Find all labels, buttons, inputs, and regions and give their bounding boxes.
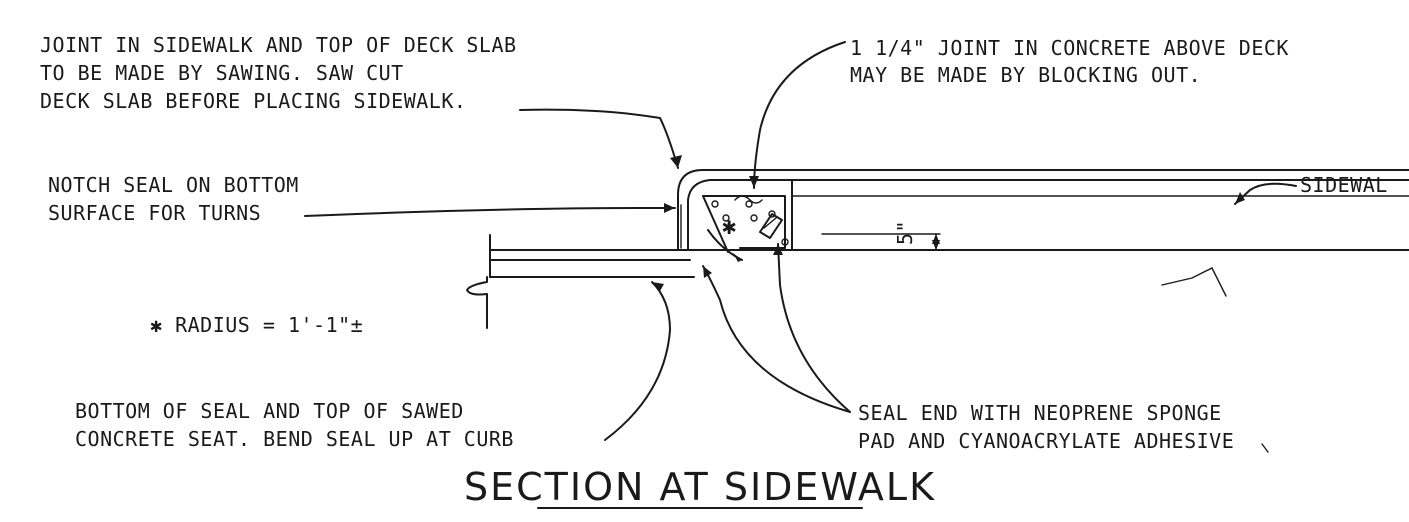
seal-block: ✱	[702, 195, 789, 262]
arrowhead-seal-end-2	[773, 244, 783, 255]
hole-4	[750, 214, 758, 222]
deck-break-line	[466, 276, 488, 329]
note-radius: ✱ RADIUS = 1'-1"±	[150, 313, 363, 337]
radius-star: ✱	[722, 212, 737, 240]
hole-5	[768, 210, 776, 218]
note-joint-blocking-line-2: MAY BE MADE BY BLOCKING OUT.	[850, 63, 1201, 87]
note-joint-sawing-line-2: TO BE MADE BY SAWING. SAW CUT	[40, 61, 404, 85]
arrowhead-seal-end-1	[703, 266, 712, 278]
leader-bottom-seal	[604, 281, 671, 441]
arrowhead-sidewalk	[1235, 192, 1245, 204]
note-joint-sawing: JOINT IN SIDEWALK AND TOP OF DECK SLAB T…	[40, 33, 517, 113]
leader-seal-end-2	[777, 243, 851, 413]
arrowhead-notch-seal	[664, 203, 675, 213]
note-sidewalk: SIDEWAL	[1300, 173, 1388, 197]
note-bottom-seal-line-1: BOTTOM OF SEAL AND TOP OF SAWED	[75, 399, 464, 423]
note-joint-blocking-line-1: 1 1/4" JOINT IN CONCRETE ABOVE DECK	[850, 36, 1289, 60]
note-joint-sawing-line-1: JOINT IN SIDEWALK AND TOP OF DECK SLAB	[40, 33, 517, 57]
arrowhead-joint-sawing	[670, 155, 682, 168]
note-notch-seal-line-2: SURFACE FOR TURNS	[48, 201, 261, 225]
stray-tick	[1261, 443, 1269, 453]
note-seal-end-line-1: SEAL END WITH NEOPRENE SPONGE	[858, 401, 1222, 425]
note-seal-end: SEAL END WITH NEOPRENE SPONGE PAD AND CY…	[858, 401, 1234, 453]
hole-6	[781, 238, 789, 246]
note-bottom-seal-line-2: CONCRETE SEAT. BEND SEAL UP AT CURB	[75, 427, 514, 451]
note-bottom-seal: BOTTOM OF SEAL AND TOP OF SAWED CONCRETE…	[75, 399, 514, 451]
sidewalk-section	[466, 169, 1409, 329]
drawing-title: SECTION AT SIDEWALK	[464, 465, 936, 509]
note-joint-blocking: 1 1/4" JOINT IN CONCRETE ABOVE DECK MAY …	[850, 36, 1289, 87]
leader-sidewalk	[1234, 182, 1297, 205]
dimension-label: 5"	[893, 220, 917, 245]
arrowhead-bottom-seal	[652, 282, 664, 291]
hole-2	[745, 200, 753, 208]
arrowhead-joint-blocking	[749, 176, 759, 188]
dimension-5in: 5"	[821, 220, 941, 251]
note-seal-end-line-2: PAD AND CYANOACRYLATE ADHESIVE	[858, 429, 1234, 453]
note-notch-seal: NOTCH SEAL ON BOTTOM SURFACE FOR TURNS	[48, 173, 299, 225]
hole-3	[722, 214, 730, 222]
note-joint-sawing-line-3: DECK SLAB BEFORE PLACING SIDEWALK.	[40, 89, 466, 113]
leader-notch-seal	[304, 207, 676, 217]
leader-joint-blocking	[753, 41, 846, 189]
leader-joint-sawing	[519, 108, 679, 169]
sidewalk-top-edge	[677, 169, 1409, 251]
leader-seal-end-1	[702, 265, 851, 413]
scribble-mark	[1161, 267, 1227, 297]
note-notch-seal-line-1: NOTCH SEAL ON BOTTOM	[48, 173, 299, 197]
hole-1	[711, 200, 719, 208]
